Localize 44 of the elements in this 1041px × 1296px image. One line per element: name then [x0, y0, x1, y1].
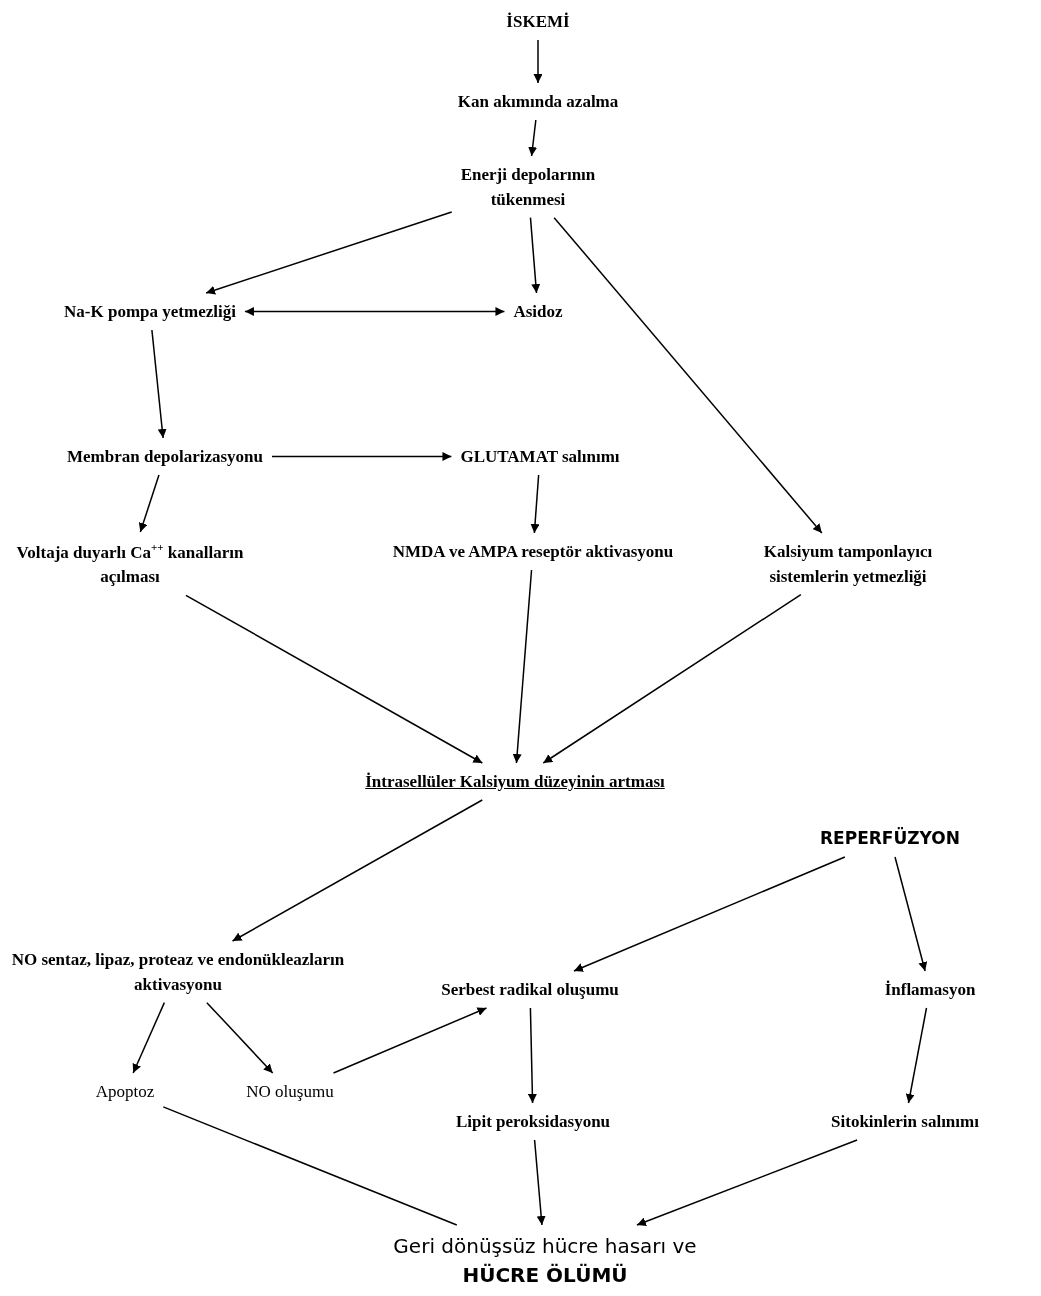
node-label: Apoptoz	[95, 1081, 155, 1103]
node-label: NO oluşumu	[246, 1081, 334, 1103]
arrow	[138, 474, 160, 533]
arrow	[205, 211, 453, 295]
arrow	[512, 569, 533, 764]
arrow	[527, 1007, 537, 1104]
arrow	[905, 1007, 928, 1104]
arrow	[542, 593, 802, 764]
node-label: NO sentaz, lipaz, proteaz ve endonükleazların aktivasyonu	[10, 949, 346, 996]
node-label: Voltaja duyarlı Ca$^{++}$ kanalların açılması	[15, 540, 245, 589]
arrow	[573, 856, 846, 972]
node-label: Membran depolarizasyonu	[67, 446, 263, 468]
node-label: İnflamasyon	[884, 979, 976, 1001]
arrow	[894, 856, 928, 972]
node-label: HÜCRE ÖLÜMÜ	[462, 1262, 628, 1289]
arrow	[244, 307, 506, 316]
node-label: Kalsiyum tamponlayıcı sistemlerin yetmezliği	[762, 541, 934, 588]
arrow	[530, 474, 540, 534]
arrow	[553, 216, 823, 534]
title-text: İSKEMİ	[506, 11, 570, 33]
node-label: Sitokinlerin salınımı	[831, 1111, 979, 1133]
arrow	[636, 1139, 858, 1226]
node-label: NMDA ve AMPA reseptör aktivasyonu	[392, 541, 674, 563]
arrow	[151, 329, 167, 439]
node-label: İntrasellüler Kalsiyum düzeyinin artması	[365, 771, 665, 793]
arrow	[132, 1001, 166, 1074]
node-label: Na-K pompa yetmezliği	[64, 301, 236, 323]
arrow	[185, 594, 484, 764]
node-label: Geri dönüşsüz hücre hasarı ve	[393, 1233, 697, 1260]
arrow	[332, 1007, 488, 1074]
node-label: Kan akımında azalma	[457, 91, 619, 113]
arrow	[533, 39, 543, 84]
arrow	[231, 799, 483, 942]
node-label: Asidoz	[513, 301, 563, 323]
node-label: REPERFÜZYON	[820, 826, 960, 850]
arrow	[271, 452, 453, 461]
arrow	[206, 1001, 274, 1074]
node-label: Enerji depolarının tükenmesi	[459, 164, 597, 211]
arrow	[529, 216, 541, 294]
node-label: Lipit peroksidasyonu	[455, 1111, 611, 1133]
arrow	[528, 119, 538, 157]
node-label: GLUTAMAT salınımı	[460, 446, 620, 468]
node-label: Serbest radikal oluşumu	[441, 979, 619, 1001]
arrow	[533, 1139, 546, 1226]
